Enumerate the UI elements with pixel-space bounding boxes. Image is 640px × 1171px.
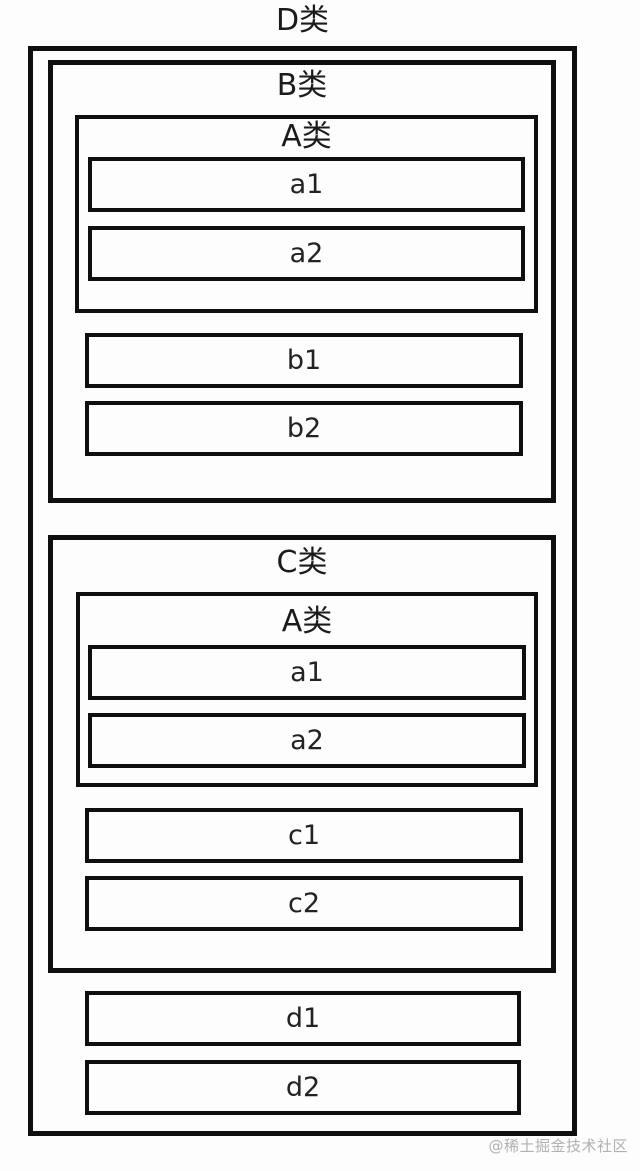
- class-b-box: B类 A类 a1 a2 b1 b2: [48, 60, 556, 503]
- class-a-title-in-c: A类: [281, 604, 333, 639]
- class-c-box: C类 A类 a1 a2 c1 c2: [48, 535, 556, 973]
- field-b1-box: b1: [85, 333, 523, 388]
- field-a2-box-in-b: a2: [88, 226, 525, 281]
- class-d-box: B类 A类 a1 a2 b1 b2 C类 A类 a1 a2 c1 c2 d1 d…: [28, 46, 577, 1136]
- field-d1-box: d1: [85, 991, 521, 1046]
- field-c2-box: c2: [85, 876, 523, 931]
- class-a-box-in-c: A类 a1 a2: [76, 592, 538, 787]
- field-b2-box: b2: [85, 401, 523, 456]
- field-a2-box-in-c: a2: [88, 713, 526, 768]
- class-a-title-in-b: A类: [281, 119, 332, 154]
- field-a1-box-in-b: a1: [88, 157, 525, 212]
- class-b-title: B类: [276, 68, 328, 103]
- field-c1-box: c1: [85, 808, 523, 863]
- watermark-text: @稀土掘金技术社区: [488, 1137, 628, 1155]
- class-c-title: C类: [276, 545, 328, 580]
- class-a-box-in-b: A类 a1 a2: [75, 115, 538, 313]
- field-d2-box: d2: [85, 1060, 521, 1115]
- field-a1-box-in-c: a1: [88, 645, 526, 700]
- class-d-title: D类: [275, 3, 330, 38]
